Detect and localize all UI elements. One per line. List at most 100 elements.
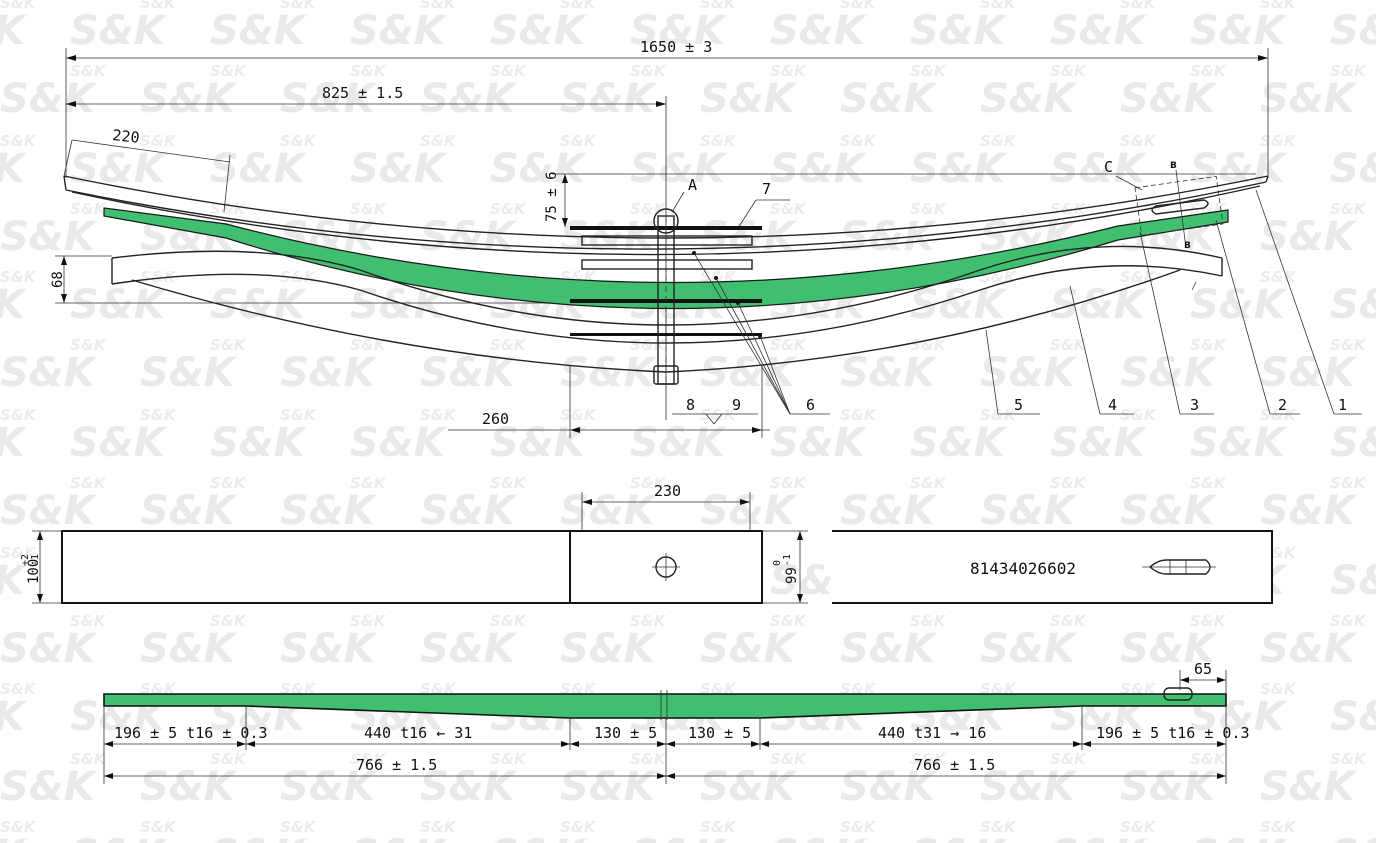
watermark-logo: S&K: [350, 420, 448, 466]
watermark-logo-small: S&K: [70, 474, 107, 492]
watermark-logo-small: S&K: [910, 200, 947, 218]
watermark-logo-small: S&K: [840, 0, 877, 12]
watermark-logo: S&K: [700, 76, 798, 122]
arc-height-dim: 75 ± 6: [544, 171, 560, 222]
watermark-logo-small: S&K: [140, 0, 177, 12]
watermark-logo-small: S&K: [770, 336, 807, 354]
watermark-logo-small: S&K: [700, 818, 737, 836]
watermark-logo: S&K: [840, 214, 938, 260]
leaf-plan-view: 230 100 +2 -1 99 0 -1 81434026602: [20, 482, 1273, 604]
watermark-logo: S&K: [1190, 282, 1288, 328]
watermark-logo-small: S&K: [140, 818, 177, 836]
watermark-logo: S&K: [140, 764, 238, 810]
watermark-logo: S&K: [700, 488, 798, 534]
watermark-logo-small: S&K: [630, 750, 667, 768]
watermark-logo: S&K: [630, 8, 728, 54]
half-left-dim: 766 ± 1.5: [356, 756, 437, 774]
watermark-logo-small: S&K: [350, 612, 387, 630]
watermark-logo: S&K: [420, 626, 518, 672]
watermark-logo: S&K: [0, 488, 98, 534]
watermark-logo-small: S&K: [1260, 268, 1297, 286]
watermark-logo-small: S&K: [350, 336, 387, 354]
watermark-logo-small: S&K: [210, 474, 247, 492]
watermark-logo: S&K: [280, 626, 378, 672]
watermark-logo: S&K: [980, 626, 1078, 672]
leaf-profile-view: 65 196 ± 5 t16 ± 0.3 440 t16 ← 31 130 ± …: [103, 660, 1250, 784]
watermark-logo: S&K: [910, 420, 1008, 466]
taper-end-left-dim: 196 ± 5 t16 ± 0.3: [114, 724, 268, 742]
watermark-logo: S&K: [0, 694, 28, 740]
watermark-logo: S&K: [490, 420, 588, 466]
watermark-logo-small: S&K: [1050, 474, 1087, 492]
watermark-logo-small: S&K: [1330, 750, 1367, 768]
watermark-logo-small: S&K: [0, 132, 37, 150]
watermark-logo-small: S&K: [840, 818, 877, 836]
watermark-logo-small: S&K: [490, 62, 527, 80]
watermark-logo: S&K: [280, 350, 378, 396]
watermark-logo: S&K: [700, 350, 798, 396]
watermark-logo-small: S&K: [420, 0, 457, 12]
watermark-logo-small: S&K: [1120, 0, 1157, 12]
watermark-logo: S&K: [630, 420, 728, 466]
part-8: 8: [686, 396, 695, 414]
watermark-logo: S&K: [140, 626, 238, 672]
watermark-logo: S&K: [840, 488, 938, 534]
watermark-logo: S&K: [560, 488, 658, 534]
taper-left-dim: 440 t16 ← 31: [364, 724, 472, 742]
watermark-logo: S&K: [70, 146, 168, 192]
watermark-logo-small: S&K: [1260, 0, 1297, 12]
watermark-logo-small: S&K: [1330, 200, 1367, 218]
watermark-logo-small: S&K: [70, 62, 107, 80]
taper-end-right-dim: 196 ± 5 t16 ± 0.3: [1096, 724, 1250, 742]
watermark-logo: S&K: [1260, 76, 1358, 122]
watermark-logo: S&K: [0, 420, 28, 466]
width-pad-tol-lower: -1: [782, 554, 793, 566]
watermark-logo-small: S&K: [490, 336, 527, 354]
watermark-logo-small: S&K: [980, 818, 1017, 836]
watermark-logo-small: S&K: [280, 0, 317, 12]
camber-dim: 68: [50, 271, 66, 288]
watermark-logo-small: S&K: [420, 406, 457, 424]
watermark-logo: S&K: [0, 76, 98, 122]
watermark-logo: S&K: [910, 832, 1008, 843]
watermark-logo: S&K: [1190, 420, 1288, 466]
width-main-dim: 100: [26, 559, 42, 584]
watermark-logo-small: S&K: [1120, 132, 1157, 150]
watermark-logo: S&K: [1260, 488, 1358, 534]
watermark-logo: S&K: [1260, 626, 1358, 672]
watermark-logo-small: S&K: [1190, 62, 1227, 80]
watermark-logo-small: S&K: [1260, 132, 1297, 150]
watermark-logo-small: S&K: [280, 818, 317, 836]
watermark-logo: S&K: [1330, 832, 1376, 843]
watermark-logo-small: S&K: [490, 200, 527, 218]
watermark-logo-small: S&K: [1330, 62, 1367, 80]
part-2: 2: [1278, 396, 1287, 414]
watermark-logo-small: S&K: [140, 268, 177, 286]
watermark-logo: S&K: [490, 146, 588, 192]
watermark-logo-small: S&K: [210, 612, 247, 630]
watermark-logo: S&K: [910, 8, 1008, 54]
width-pad-dim: 99: [784, 567, 800, 584]
part-7: 7: [762, 180, 771, 198]
watermark-logo: S&K: [210, 146, 308, 192]
watermark-logo: S&K: [0, 764, 98, 810]
watermark-logo: S&K: [1120, 764, 1218, 810]
seat-top-dim: 230: [654, 482, 681, 500]
half-length-dim: 825 ± 1.5: [322, 84, 403, 102]
watermark-logo-small: S&K: [840, 132, 877, 150]
watermark-logo: S&K: [70, 282, 168, 328]
watermark-logo: S&K: [280, 76, 378, 122]
watermark-logo-small: S&K: [560, 406, 597, 424]
watermark-logo: S&K: [1120, 488, 1218, 534]
watermark-logo-small: S&K: [1120, 406, 1157, 424]
watermark-logo-small: S&K: [140, 132, 177, 150]
watermark-logo-small: S&K: [1190, 474, 1227, 492]
label-b-top: B: [1170, 161, 1177, 171]
watermark-logo-small: S&K: [0, 680, 37, 698]
watermark-logo-small: S&K: [1050, 612, 1087, 630]
watermark-logo: S&K: [840, 76, 938, 122]
watermark-logo: S&K: [770, 8, 868, 54]
watermark-logo-small: S&K: [280, 132, 317, 150]
watermark-logo: S&K: [840, 626, 938, 672]
